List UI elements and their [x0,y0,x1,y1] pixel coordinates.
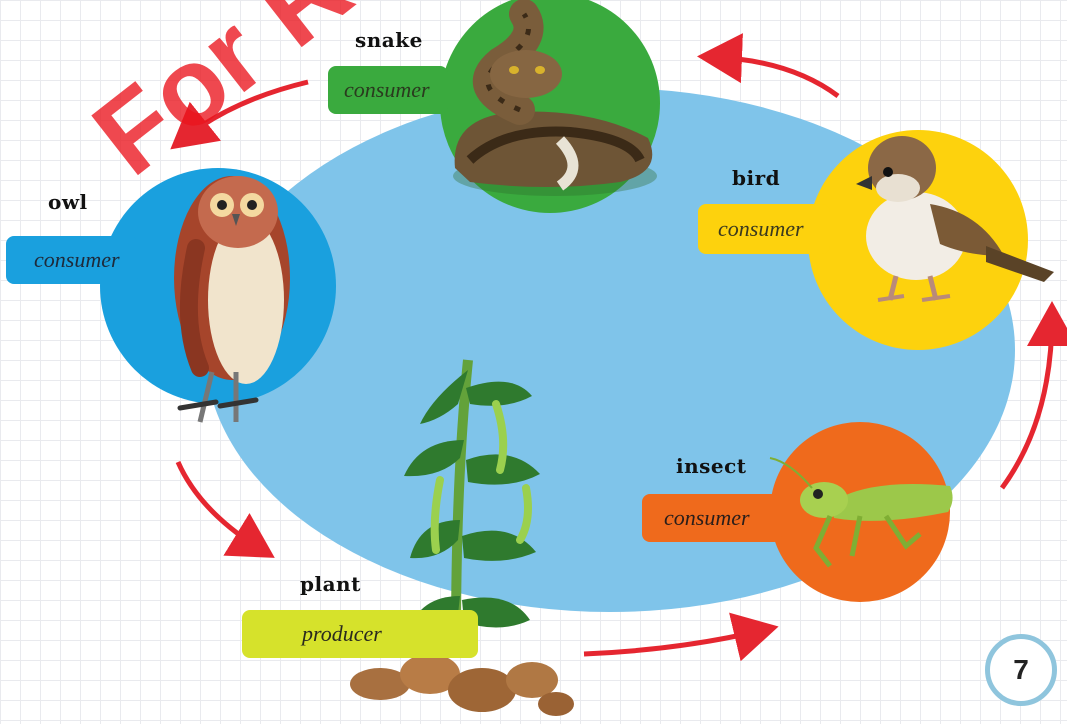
plant-role-text: producer [302,621,382,647]
insect-name-label: insect [676,454,747,478]
bird-name-label: bird [732,166,780,190]
snake-name-label: snake [355,28,423,52]
bird-role-pill: consumer [698,204,830,254]
insect-role-pill: consumer [642,494,782,542]
owl-role-text: consumer [34,247,120,273]
arrow-snake-to-owl [182,82,308,140]
owl-role-pill: consumer [6,236,138,284]
arrow-owl-to-plant [178,462,262,550]
insect-role-text: consumer [664,505,750,531]
owl-name-label: owl [48,190,88,214]
snake-role-text: consumer [344,77,430,103]
arrow-bird-to-snake [712,57,838,96]
plant-name-label: plant [300,572,361,596]
page-number: 7 [985,634,1057,706]
snake-role-pill: consumer [328,66,448,114]
arrow-plant-to-insect [584,630,764,654]
plant-role-pill: producer [242,610,478,658]
bird-role-text: consumer [718,216,804,242]
